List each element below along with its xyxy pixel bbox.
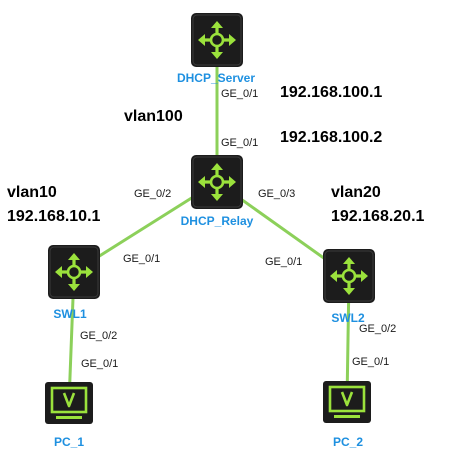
pc-monitor-icon: [43, 380, 95, 426]
device-dhcp-relay[interactable]: DHCP_Relay: [181, 153, 254, 228]
port-label-swl2-ge02: GE_0/2: [359, 323, 396, 335]
device-label: SWL1: [53, 307, 87, 321]
vlan10-ip-annotation: 192.168.10.1: [7, 208, 101, 225]
vlan100-annotation: vlan100: [124, 108, 183, 125]
device-label: DHCP_Server: [177, 71, 255, 85]
router-icon: [189, 153, 245, 211]
port-label-pc2-ge01: GE_0/1: [352, 356, 389, 368]
vlan20-ip-annotation: 192.168.20.1: [331, 208, 425, 225]
port-label-server-ge01: GE_0/1: [221, 88, 258, 100]
port-label-swl1-ge02: GE_0/2: [80, 330, 117, 342]
device-swl2[interactable]: SWL2: [321, 247, 377, 325]
device-pc2[interactable]: PC_2: [321, 379, 373, 449]
device-swl1[interactable]: SWL1: [46, 243, 102, 321]
port-label-relay-ge03: GE_0/3: [258, 188, 295, 200]
relay-ip-annotation: 192.168.100.2: [280, 129, 382, 146]
port-label-pc1-ge01: GE_0/1: [81, 358, 118, 370]
device-label: DHCP_Relay: [181, 214, 254, 228]
port-label-relay-ge02: GE_0/2: [134, 188, 171, 200]
server-ip-annotation: 192.168.100.1: [280, 84, 382, 101]
vlan10-annotation: vlan10: [7, 184, 57, 201]
device-label: SWL2: [331, 311, 365, 325]
pc-monitor-icon: [321, 379, 373, 425]
port-label-swl2-ge01: GE_0/1: [265, 256, 302, 268]
port-label-swl1-ge01: GE_0/1: [123, 253, 160, 265]
router-icon: [189, 11, 245, 69]
device-label: PC_2: [333, 435, 363, 449]
device-dhcp-server[interactable]: DHCP_Server: [177, 11, 255, 85]
device-label: PC_1: [54, 435, 84, 449]
vlan20-annotation: vlan20: [331, 184, 381, 201]
router-icon: [321, 247, 377, 305]
device-pc1[interactable]: PC_1: [43, 380, 95, 449]
port-label-relay-ge01: GE_0/1: [221, 137, 258, 149]
router-icon: [46, 243, 102, 301]
